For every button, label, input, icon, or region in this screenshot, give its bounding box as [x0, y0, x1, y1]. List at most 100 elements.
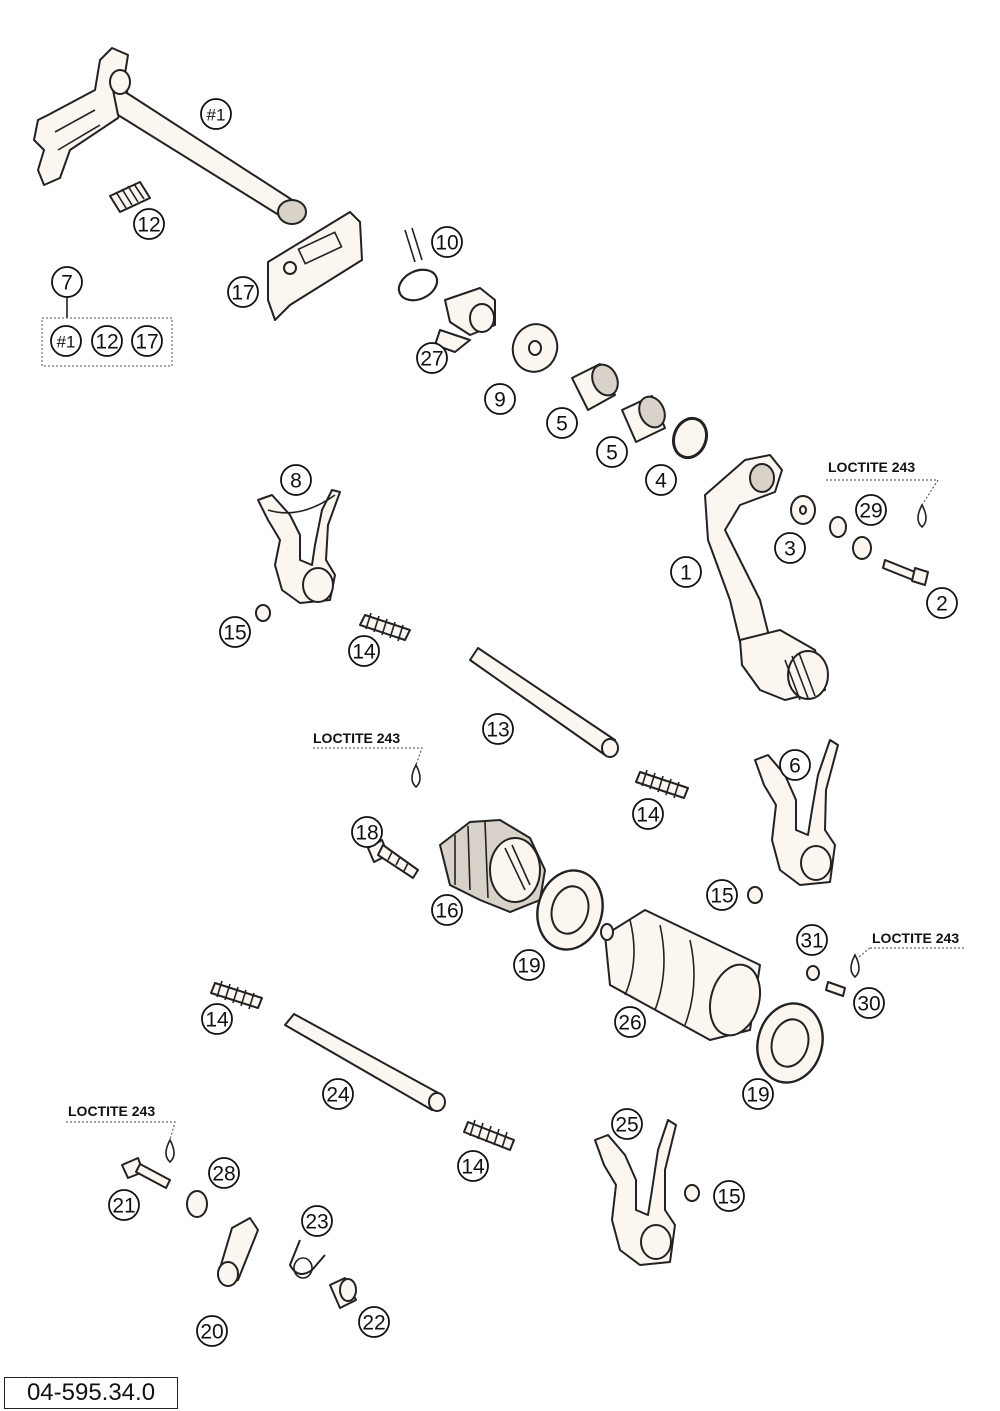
- svg-text:16: 16: [435, 900, 458, 923]
- svg-text:19: 19: [517, 955, 540, 978]
- svg-text:14: 14: [636, 804, 660, 827]
- loctite-label: LOCTITE 243: [68, 1103, 155, 1119]
- callout-27[interactable]: 26: [614, 1006, 646, 1038]
- svg-text:27: 27: [420, 348, 443, 371]
- callout-4[interactable]: 10: [431, 226, 463, 258]
- svg-text:29: 29: [859, 500, 882, 523]
- shift-fork-25-drawing: [594, 1119, 677, 1266]
- callout-23[interactable]: 15: [706, 879, 738, 911]
- callout-16[interactable]: 14: [348, 635, 380, 667]
- shift-fork-6-drawing: [754, 739, 839, 886]
- svg-text:24: 24: [326, 1084, 350, 1107]
- svg-text:14: 14: [461, 1156, 485, 1179]
- svg-text:26: 26: [618, 1012, 641, 1035]
- shift-fork-8-drawing: [257, 489, 341, 604]
- callout-21[interactable]: 6: [779, 749, 811, 781]
- svg-text:22: 22: [362, 1312, 385, 1335]
- svg-text:3: 3: [784, 538, 796, 561]
- spring-14c-drawing: [210, 980, 263, 1010]
- callout-33[interactable]: 15: [713, 1180, 745, 1212]
- callout-20[interactable]: 14: [632, 798, 664, 830]
- seal-4-drawing: [671, 416, 709, 460]
- callout-11[interactable]: 1: [670, 556, 702, 588]
- callout-12[interactable]: 3: [774, 532, 806, 564]
- spring-14d-drawing: [463, 1119, 515, 1151]
- callout-24[interactable]: 19: [513, 949, 545, 981]
- svg-text:4: 4: [655, 470, 667, 493]
- shaft-24-drawing: [284, 1013, 446, 1112]
- svg-text:15: 15: [710, 885, 733, 908]
- bolt-30-drawing: [825, 981, 846, 997]
- svg-text:15: 15: [717, 1186, 740, 1209]
- svg-text:12: 12: [137, 214, 160, 237]
- svg-text:9: 9: [494, 389, 506, 412]
- callout-8[interactable]: 5: [596, 436, 628, 468]
- bearing-19a-drawing: [536, 869, 604, 951]
- callout-17[interactable]: 13: [482, 713, 514, 745]
- callout-5[interactable]: 27: [416, 342, 448, 374]
- bushing-5a-drawing: [571, 363, 619, 411]
- svg-text:14: 14: [205, 1009, 229, 1032]
- callout-19[interactable]: 18: [351, 816, 383, 848]
- callout-13[interactable]: 29: [855, 494, 887, 526]
- pin-15a-drawing: [255, 604, 271, 622]
- bolt-18-drawing: [367, 839, 419, 879]
- callout-28[interactable]: 14: [201, 1003, 233, 1035]
- bushing-5b-drawing: [621, 395, 666, 443]
- callout-25[interactable]: 31: [796, 924, 828, 956]
- callout-29[interactable]: 24: [322, 1078, 354, 1110]
- callout-14[interactable]: 2: [926, 587, 958, 619]
- callout-36[interactable]: 23: [301, 1205, 333, 1237]
- loctite-note-2: LOCTITE 243: [313, 730, 423, 789]
- spring-14b-drawing: [635, 769, 689, 799]
- loctite-note-1: LOCTITE 243: [826, 459, 939, 529]
- callout-9[interactable]: 4: [645, 464, 677, 496]
- callout-10[interactable]: 8: [280, 464, 312, 496]
- callout-3[interactable]: 17: [227, 276, 259, 308]
- shift-lever-1-drawing: [704, 454, 829, 701]
- svg-text:5: 5: [556, 413, 568, 436]
- spring-12-drawing: [109, 181, 151, 213]
- callout-38[interactable]: 22: [358, 1306, 390, 1338]
- callout-1[interactable]: #1: [200, 98, 232, 130]
- pin-15b-drawing: [747, 886, 763, 904]
- svg-text:23: 23: [305, 1211, 328, 1234]
- callout-15[interactable]: 15: [219, 616, 251, 648]
- bolt-2-drawing: [882, 559, 929, 586]
- callout-7[interactable]: 5: [546, 407, 578, 439]
- shift-cam-16-drawing: [438, 818, 547, 914]
- svg-text:17: 17: [231, 282, 254, 305]
- callout-2[interactable]: 12: [133, 208, 165, 240]
- callout-30[interactable]: 19: [742, 1078, 774, 1110]
- callout-26[interactable]: 30: [853, 987, 885, 1019]
- callout-34[interactable]: 21: [108, 1189, 140, 1221]
- svg-text:30: 30: [857, 993, 880, 1016]
- svg-text:10: 10: [435, 232, 458, 255]
- callout-31[interactable]: 14: [457, 1150, 489, 1182]
- callout-6[interactable]: 9: [484, 383, 516, 415]
- callout-32[interactable]: 25: [611, 1108, 643, 1140]
- svg-text:31: 31: [800, 930, 823, 953]
- svg-text:21: 21: [112, 1195, 135, 1218]
- svg-text:2: 2: [936, 593, 948, 616]
- loctite-note-3: LOCTITE 243: [850, 930, 965, 979]
- svg-text:13: 13: [486, 719, 509, 742]
- kit-content-1: #1: [57, 333, 76, 352]
- bushing-22-drawing: [329, 1277, 357, 1309]
- washer-28-drawing: [186, 1190, 208, 1218]
- callout-37[interactable]: 20: [196, 1315, 228, 1347]
- shift-drum-26-drawing: [600, 909, 761, 1041]
- svg-text:5: 5: [606, 442, 618, 465]
- svg-text:8: 8: [290, 470, 302, 493]
- document-number: 04-595.34.0: [4, 1377, 178, 1409]
- callout-22[interactable]: 16: [431, 894, 463, 926]
- svg-text:#1: #1: [207, 106, 226, 125]
- shift-shaft-drawing: [33, 47, 307, 225]
- kit-7: 7 #1 12 17: [41, 266, 173, 367]
- svg-text:18: 18: [355, 822, 378, 845]
- svg-text:25: 25: [615, 1114, 638, 1137]
- kit-content-2: 12: [95, 331, 118, 354]
- svg-text:14: 14: [352, 641, 376, 664]
- callout-35[interactable]: 28: [208, 1157, 240, 1189]
